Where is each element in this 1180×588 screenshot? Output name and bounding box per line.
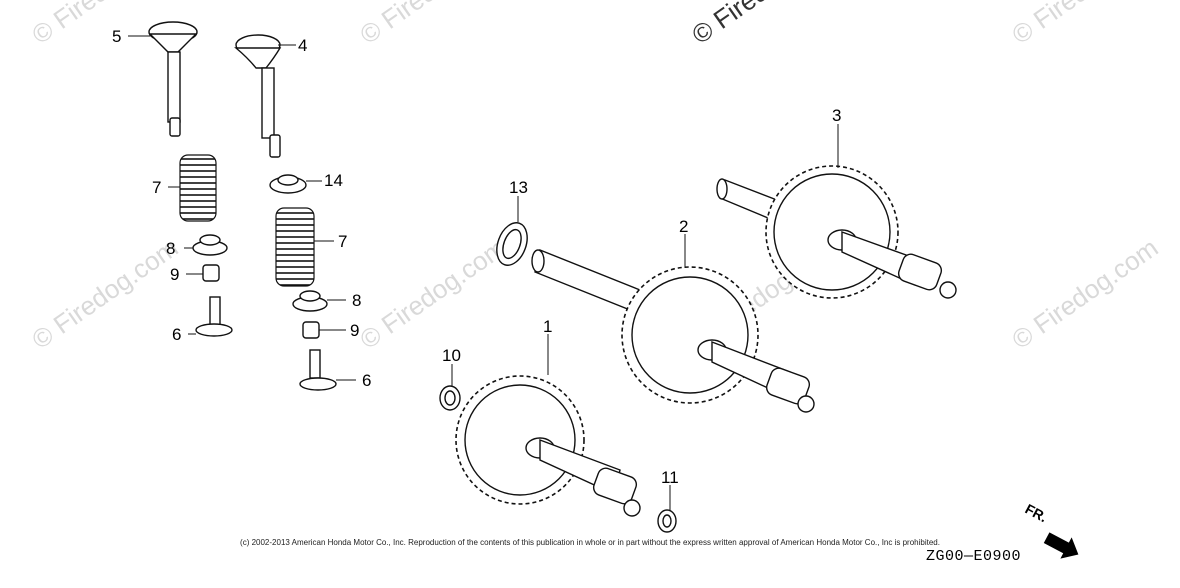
callout-7-left: 7 xyxy=(152,178,161,197)
front-arrow-icon xyxy=(1043,532,1079,559)
front-direction-indicator: FR. xyxy=(1023,501,1079,559)
watermark-text: © Firedog.com xyxy=(26,232,183,355)
callout-2: 2 xyxy=(679,217,688,236)
callout-8-right: 8 xyxy=(352,291,361,310)
washer-10 xyxy=(439,385,461,411)
callout-9-left: 9 xyxy=(170,265,179,284)
valve-4 xyxy=(234,34,282,158)
tappet-6-right xyxy=(299,349,337,391)
valve-assembly-right xyxy=(234,34,337,391)
callout-6-right: 6 xyxy=(362,371,371,390)
retainer-8-right xyxy=(292,290,328,312)
leader-lines xyxy=(128,35,839,510)
copyright-footer: (c) 2002-2013 American Honda Motor Co., … xyxy=(240,538,940,547)
cotter-9-right xyxy=(302,321,320,339)
retainer-8-left xyxy=(192,234,228,256)
callout-7-right: 7 xyxy=(338,232,347,251)
fr-label: FR. xyxy=(1023,501,1050,526)
watermark-text: © Firedog.com xyxy=(1006,0,1163,50)
callout-6-left: 6 xyxy=(172,325,181,344)
watermark-text: © Firedog.com xyxy=(1006,232,1163,355)
camshaft-3 xyxy=(716,165,957,299)
callout-10: 10 xyxy=(442,346,461,365)
callout-1: 1 xyxy=(543,317,552,336)
cotter-9-left xyxy=(202,264,220,282)
callout-9-right: 9 xyxy=(350,321,359,340)
valve-spring-7-left xyxy=(179,154,217,222)
callout-13: 13 xyxy=(509,178,528,197)
watermark-text: © Firedog.com xyxy=(686,0,843,50)
callout-4: 4 xyxy=(298,36,307,55)
callout-14: 14 xyxy=(324,171,343,190)
washer-13 xyxy=(496,222,528,266)
valve-spring-7-right xyxy=(275,207,315,287)
tappet-6-left xyxy=(195,296,233,337)
callout-11: 11 xyxy=(661,468,679,487)
watermark-text: © Firedog.com xyxy=(354,232,511,355)
valve-5 xyxy=(148,21,198,137)
valve-assembly-left xyxy=(148,21,233,337)
callout-3: 3 xyxy=(832,106,841,125)
washer-11 xyxy=(657,509,677,533)
diagram-code: ZG00—E0900 xyxy=(926,548,1022,565)
camshaft-2 xyxy=(531,249,815,413)
camshaft-1 xyxy=(455,375,641,517)
callout-8-left: 8 xyxy=(166,239,175,258)
seal-14 xyxy=(269,174,307,194)
callout-5: 5 xyxy=(112,27,121,46)
callout-labels: 5 4 7 8 9 6 14 7 8 9 6 3 2 13 1 10 11 xyxy=(112,27,841,487)
watermark-text: © Firedog.com xyxy=(354,0,511,50)
